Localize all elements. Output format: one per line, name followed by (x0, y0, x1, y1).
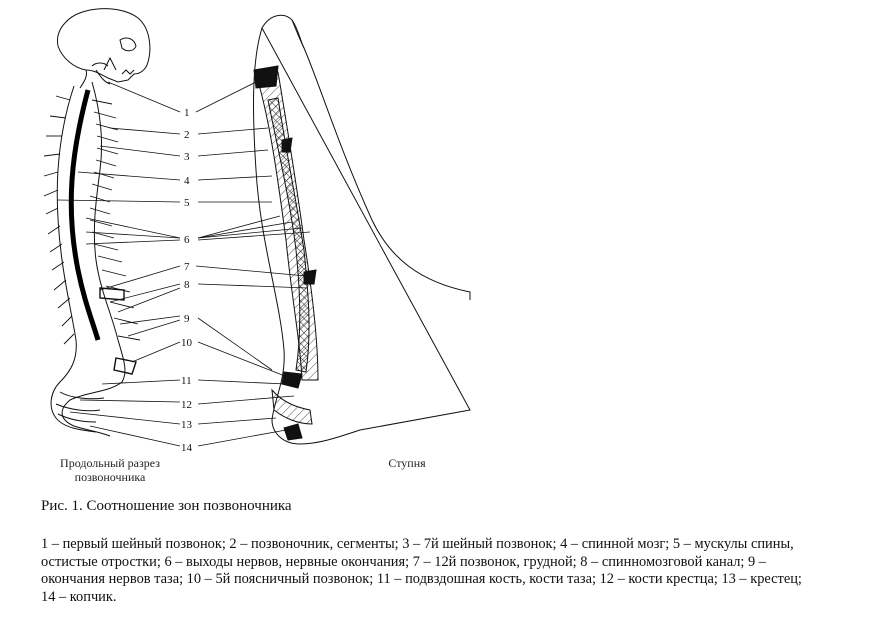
leader-lines (57, 81, 311, 447)
legend-line-3: окончания нервов таза; 10 – 5й поясничны… (41, 571, 802, 587)
label-11: 11 (181, 375, 192, 387)
label-13: 13 (181, 419, 193, 431)
left-caption-line2: позвоночника (74, 470, 146, 484)
label-3: 3 (184, 151, 190, 163)
figure-legend: 1 – первый шейный позвонок; 2 – позвоноч… (41, 536, 886, 606)
zone-block-4 (281, 371, 303, 389)
spinal-cord (68, 89, 101, 341)
label-9: 9 (184, 313, 190, 325)
foot-illustration (253, 14, 471, 445)
cord-zone-band (267, 97, 310, 373)
legend-line-2: остистые отростки; 6 – выходы нервов, не… (41, 553, 767, 570)
label-8: 8 (184, 279, 190, 291)
label-2: 2 (184, 129, 190, 141)
foot-outline (253, 14, 471, 445)
left-caption-line1: Продольный разрез (60, 456, 160, 470)
legend-line-4: 14 – копчик. (41, 588, 117, 605)
left-figure-caption: Продольный разрез позвоночника (40, 456, 180, 484)
label-6: 6 (184, 234, 190, 246)
skull (57, 8, 151, 83)
label-1: 1 (184, 107, 190, 119)
label-7: 7 (184, 261, 190, 273)
zone-block-5 (283, 423, 303, 441)
spine-foot-diagram: 1 2 3 4 5 6 7 8 9 10 11 12 13 14 (43, 8, 471, 454)
figure-title: Рис. 1. Соотношение зон позвоночника (41, 498, 292, 514)
zone-block-1 (253, 65, 279, 89)
spine-column-front (61, 81, 126, 437)
zone-labels: 1 2 3 4 5 6 7 8 9 10 11 12 13 14 (181, 107, 193, 454)
label-12: 12 (181, 399, 192, 411)
zone-block-3 (303, 269, 317, 285)
label-14: 14 (181, 442, 193, 454)
legend-line-1: 1 – первый шейный позвонок; 2 – позвоноч… (41, 536, 794, 552)
spine-illustration (43, 8, 151, 437)
zone-block-2 (281, 137, 293, 153)
label-5: 5 (184, 197, 190, 209)
spine-column-back (50, 85, 97, 433)
label-4: 4 (184, 175, 190, 187)
right-figure-caption: Ступня (388, 456, 426, 470)
label-10: 10 (181, 337, 193, 349)
